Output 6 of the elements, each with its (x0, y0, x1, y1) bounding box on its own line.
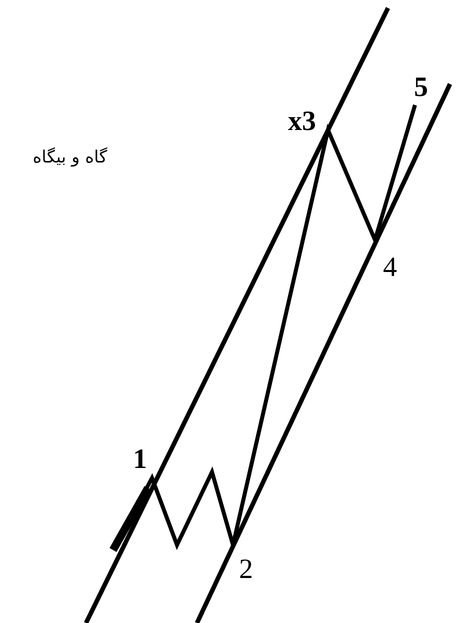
wave-label: 4 (383, 254, 397, 282)
wave-label: x3 (288, 108, 316, 136)
annotation-text: گاه و بیگاه (32, 150, 108, 166)
wave-label: 5 (414, 74, 428, 102)
wave-label: 2 (239, 556, 253, 584)
wave-label: 1 (133, 446, 147, 474)
